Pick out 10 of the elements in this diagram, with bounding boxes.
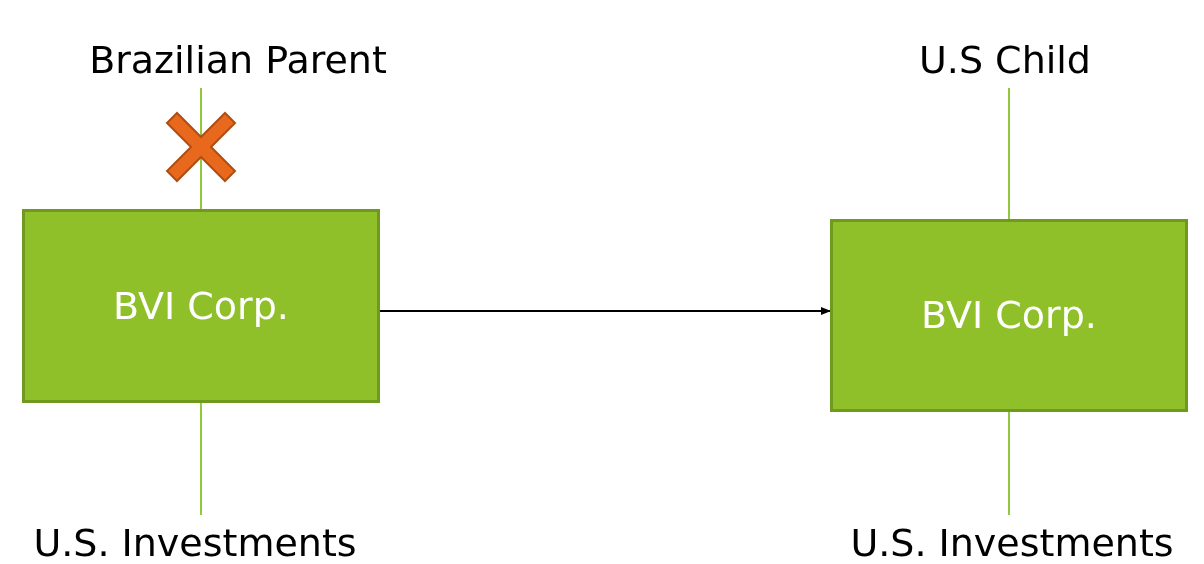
entity-label: U.S. Investments: [820, 515, 1204, 564]
entity-box: BVI Corp.: [22, 209, 380, 403]
connector-line: [1008, 411, 1010, 516]
entity-box: BVI Corp.: [830, 219, 1188, 412]
connector-line: [1008, 87, 1010, 220]
entity-label: Brazilian Parent: [40, 32, 436, 88]
arrow: [379, 307, 831, 315]
connector-line: [200, 402, 202, 516]
entity-label: U.S Child: [850, 32, 1160, 88]
entity-label: U.S. Investments: [0, 515, 390, 564]
